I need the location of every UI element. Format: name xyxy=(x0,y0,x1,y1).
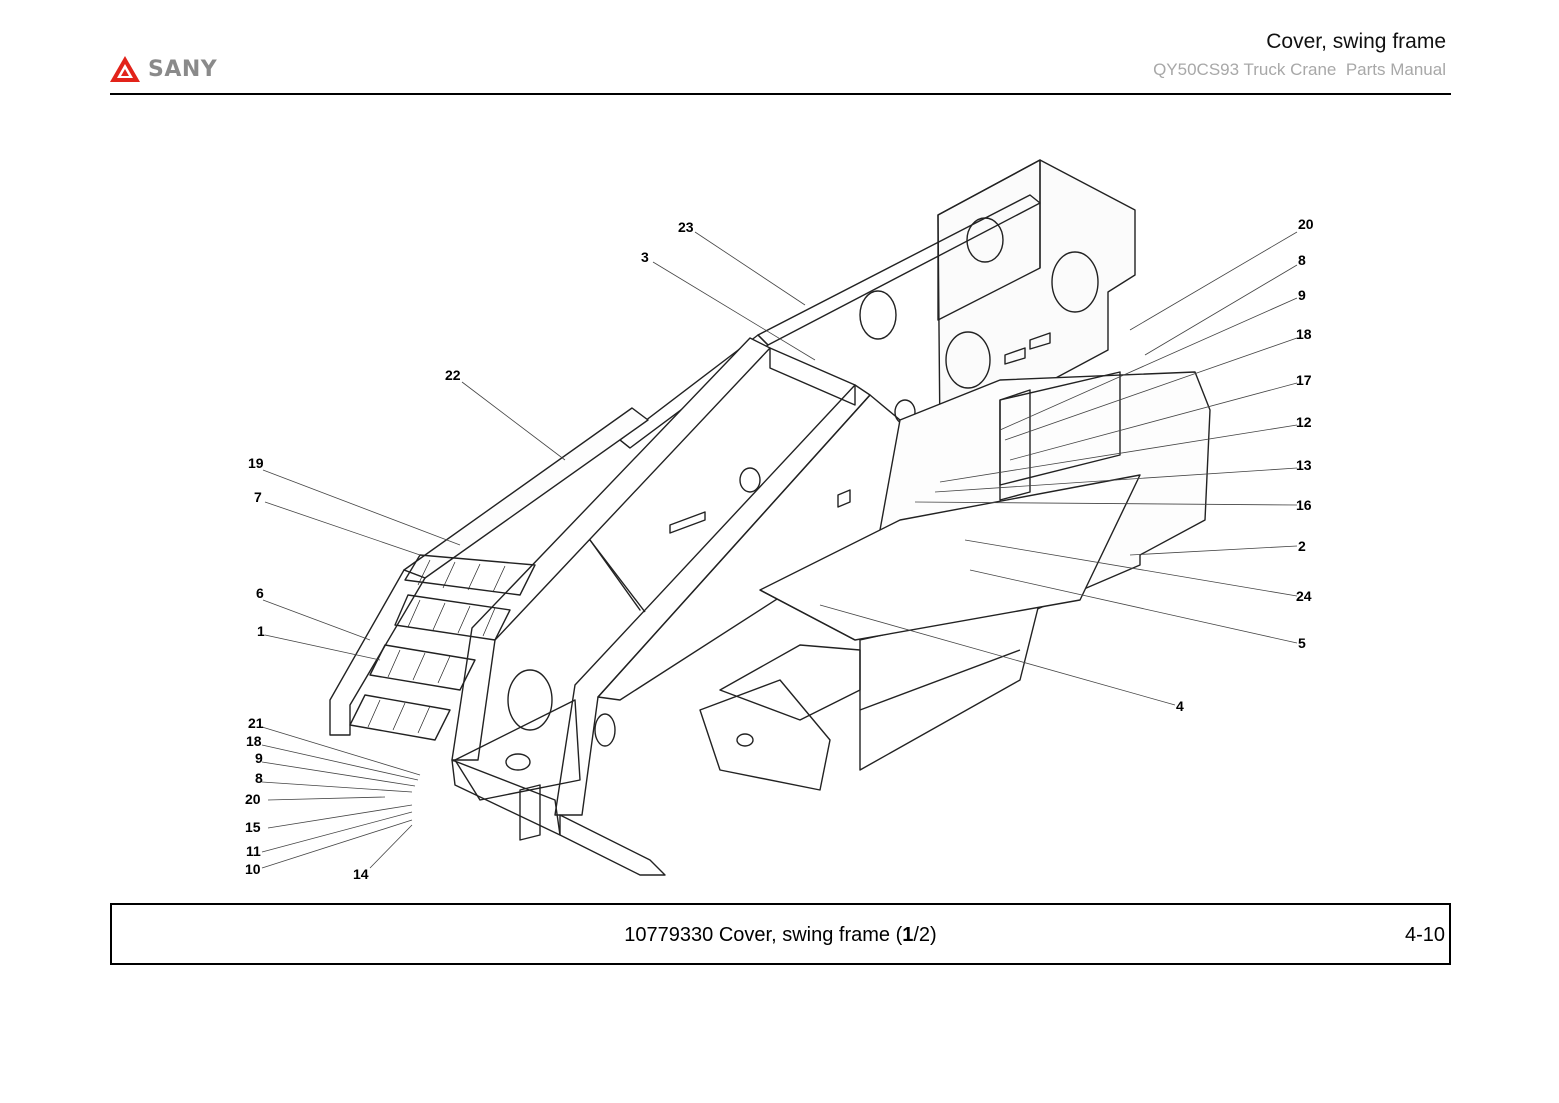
page-title: Cover, swing frame xyxy=(1266,30,1446,53)
callout-11: 11 xyxy=(246,843,261,859)
callout-18: 18 xyxy=(246,733,262,749)
callout-12: 12 xyxy=(1296,414,1312,430)
figure-caption: 10779330 Cover, swing frame (1/2) xyxy=(624,924,937,946)
caption-box: 10779330 Cover, swing frame (1/2) 4-10 xyxy=(110,903,1451,965)
callout-20: 20 xyxy=(245,791,261,807)
callout-16: 16 xyxy=(1296,497,1312,513)
callout-2: 2 xyxy=(1298,538,1306,554)
callout-6: 6 xyxy=(256,585,264,601)
callout-7: 7 xyxy=(254,489,262,505)
callout-17: 17 xyxy=(1296,372,1312,388)
callout-8: 8 xyxy=(255,770,263,786)
callout-13: 13 xyxy=(1296,457,1312,473)
callout-20-right: 20 xyxy=(1298,216,1314,232)
callout-21: 21 xyxy=(248,715,264,731)
callout-5: 5 xyxy=(1298,635,1306,651)
callout-19: 19 xyxy=(248,455,264,471)
callout-24: 24 xyxy=(1296,588,1312,604)
callout-23: 23 xyxy=(678,219,694,235)
assembly-linework xyxy=(329,159,1211,876)
sany-logo-icon xyxy=(110,56,140,82)
callout-14: 14 xyxy=(353,866,369,882)
callout-labels: 23 3 22 19 7 6 1 21 18 9 8 20 15 11 10 1… xyxy=(245,216,1314,882)
callout-1: 1 xyxy=(257,623,265,639)
callout-3: 3 xyxy=(641,249,649,265)
caption-part-number: 10779330 xyxy=(624,924,714,946)
callout-9-right: 9 xyxy=(1298,287,1306,303)
caption-sheet-number: 1 xyxy=(902,924,914,946)
caption-name: Cover, swing frame xyxy=(718,924,891,946)
header-divider xyxy=(110,93,1451,95)
leader-lines xyxy=(261,231,1298,869)
page-subtitle: QY50CS93 Truck Crane Parts Manual xyxy=(1153,60,1446,79)
logo-wordmark: SANY xyxy=(148,56,218,82)
sany-logo: SANY xyxy=(108,52,217,86)
callout-18-right: 18 xyxy=(1296,326,1312,342)
callout-8-right: 8 xyxy=(1298,252,1306,268)
callout-22: 22 xyxy=(445,367,461,383)
callout-10: 10 xyxy=(245,861,261,877)
page-number: 4-10 xyxy=(1404,924,1445,946)
callout-4: 4 xyxy=(1176,698,1184,714)
callout-15: 15 xyxy=(245,819,261,835)
callout-9: 9 xyxy=(255,750,263,766)
